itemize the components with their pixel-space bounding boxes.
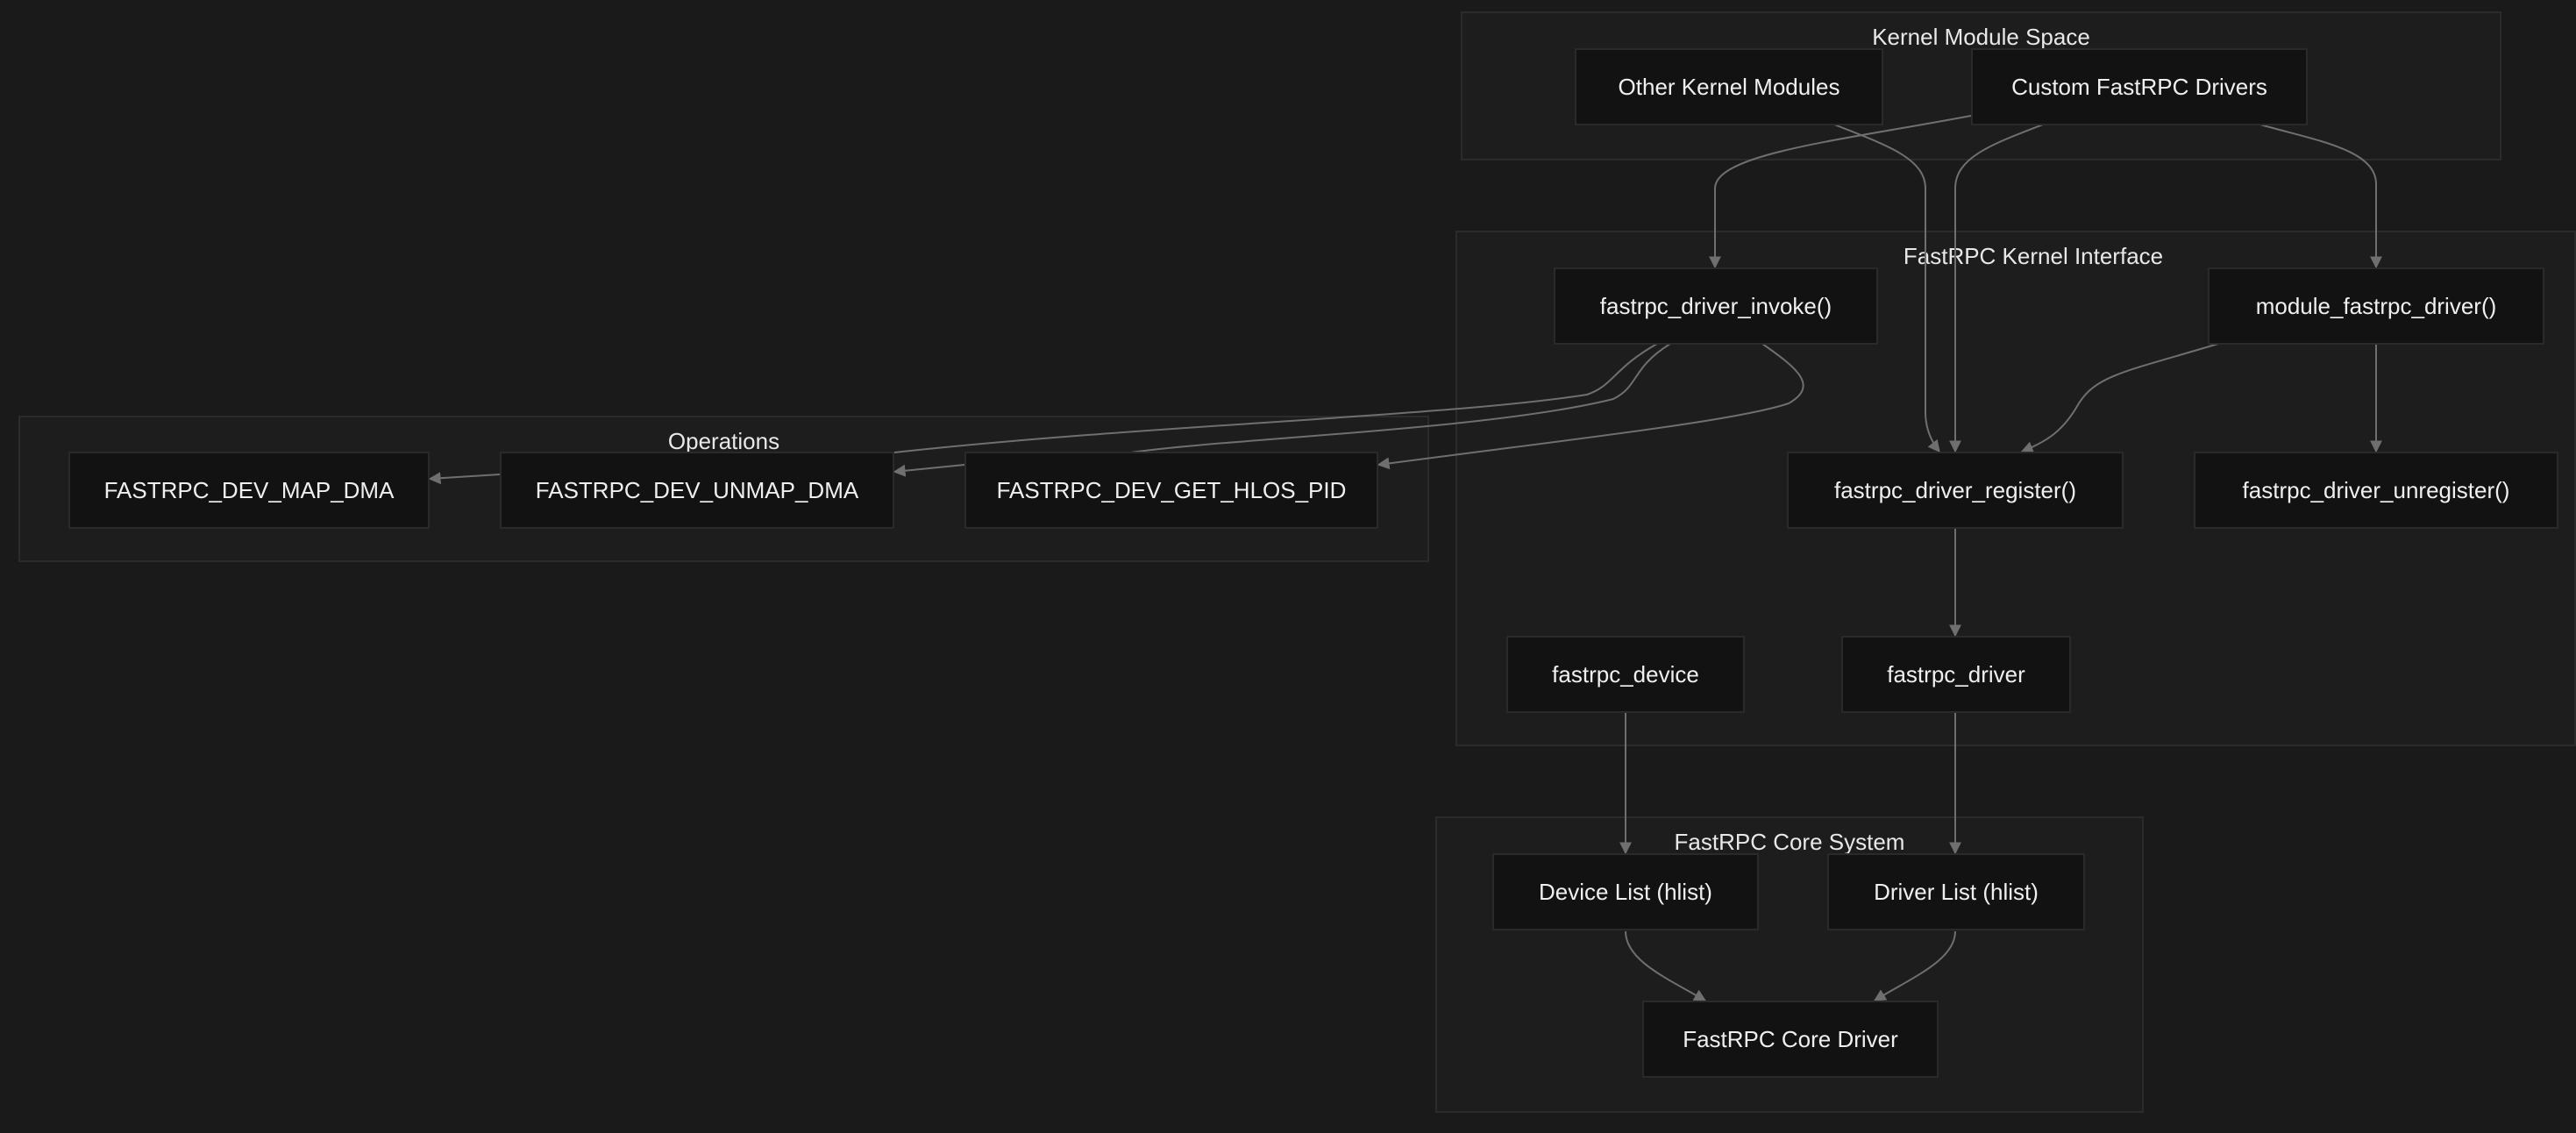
group-title-fastrpc-kernel-interface: FastRPC Kernel Interface xyxy=(1903,243,2164,269)
node-fastrpc-driver-unregister[interactable]: fastrpc_driver_unregister() xyxy=(2194,452,2558,529)
edge-driver-list-to-core xyxy=(1873,930,1956,1001)
node-fastrpc-dev-map-dma[interactable]: FASTRPC_DEV_MAP_DMA xyxy=(68,452,430,529)
edge-invoke-to-hlos-pid xyxy=(1377,343,1804,470)
group-title-kernel-module-space: Kernel Module Space xyxy=(1872,24,2090,50)
edge-custom-to-register xyxy=(1949,124,2044,453)
node-fastrpc-driver-register[interactable]: fastrpc_driver_register() xyxy=(1787,452,2124,529)
node-fastrpc-driver[interactable]: fastrpc_driver xyxy=(1841,636,2071,713)
node-driver-list[interactable]: Driver List (hlist) xyxy=(1827,853,2085,930)
node-other-kernel-modules[interactable]: Other Kernel Modules xyxy=(1575,48,1883,125)
edge-custom-to-module xyxy=(2259,124,2382,269)
edge-invoke-to-unmap-dma xyxy=(893,343,1671,477)
edge-other-to-register xyxy=(1833,124,1940,453)
node-fastrpc-dev-get-hlos-pid[interactable]: FASTRPC_DEV_GET_HLOS_PID xyxy=(964,452,1378,529)
node-fastrpc-device[interactable]: fastrpc_device xyxy=(1506,636,1745,713)
node-module-fastrpc-driver[interactable]: module_fastrpc_driver() xyxy=(2208,267,2544,345)
node-custom-fastrpc-drivers[interactable]: Custom FastRPC Drivers xyxy=(1971,48,2308,125)
edge-custom-to-invoke xyxy=(1709,115,1972,269)
node-fastrpc-driver-invoke[interactable]: fastrpc_driver_invoke() xyxy=(1554,267,1878,345)
edge-invoke-to-map-dma xyxy=(428,343,1658,485)
node-fastrpc-dev-unmap-dma[interactable]: FASTRPC_DEV_UNMAP_DMA xyxy=(500,452,894,529)
edge-device-list-to-core xyxy=(1625,930,1707,1001)
group-title-fastrpc-core-system: FastRPC Core System xyxy=(1674,829,1905,855)
node-fastrpc-core-driver[interactable]: FastRPC Core Driver xyxy=(1642,1001,1939,1078)
node-device-list[interactable]: Device List (hlist) xyxy=(1492,853,1759,930)
group-title-operations: Operations xyxy=(667,428,780,454)
edge-module-to-register xyxy=(2020,343,2219,453)
